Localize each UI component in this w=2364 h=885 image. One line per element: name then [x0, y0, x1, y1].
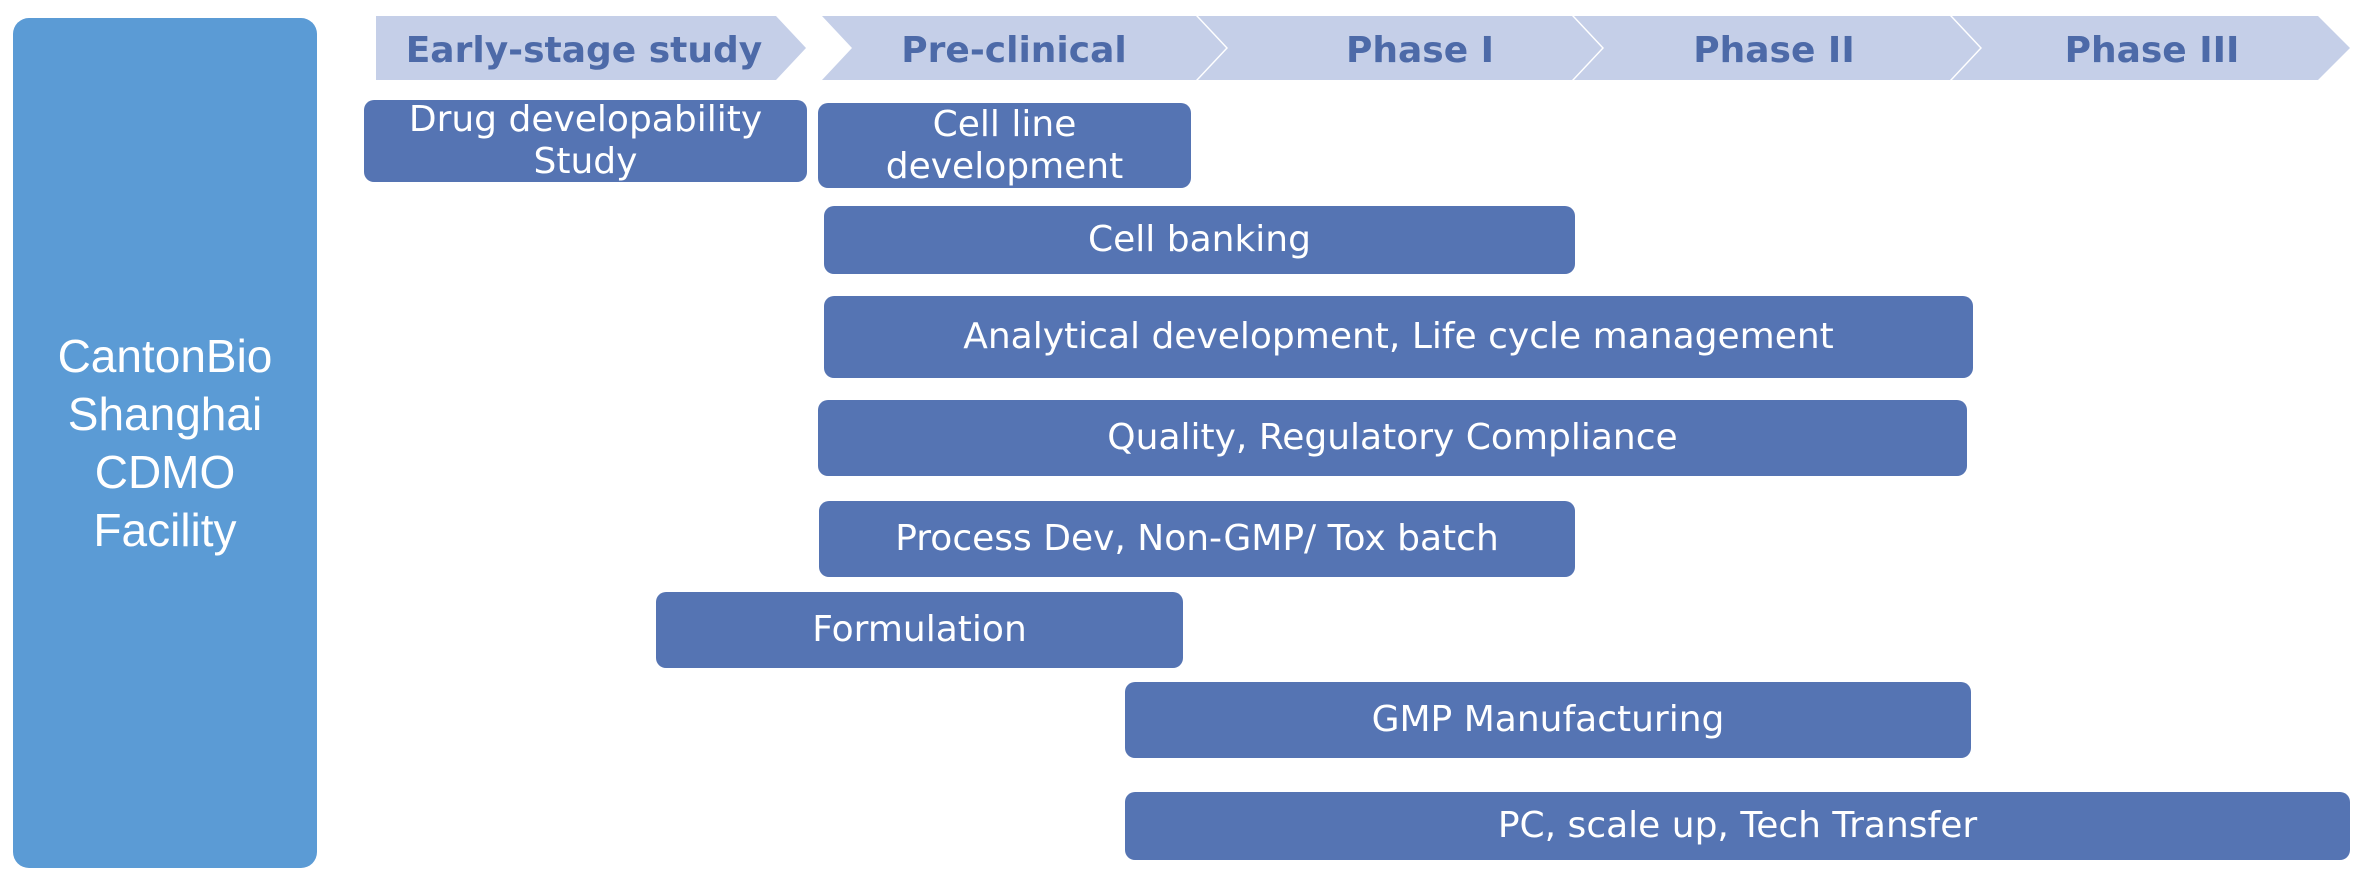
service-tech-transfer: PC, scale up, Tech Transfer: [1125, 792, 2350, 860]
service-drug-developability: Drug developability Study: [364, 99, 807, 182]
service-formulation: Formulation: [656, 592, 1183, 668]
facility-box: CantonBio Shanghai CDMO Facility: [13, 18, 317, 868]
phase-label-phase-1: Phase I: [1346, 30, 1494, 71]
service-gmp-manufacturing: GMP Manufacturing: [1125, 682, 1971, 758]
phase-shape-phase-1: [1198, 16, 1602, 80]
phase-shape-phase-3: [1952, 16, 2350, 80]
service-process-dev: Process Dev, Non-GMP/ Tox batch: [819, 501, 1575, 577]
phase-label-early-stage: Early-stage study: [406, 30, 763, 71]
phase-arrow-phase-2: Phase II: [1574, 16, 1980, 80]
service-cell-banking: Cell banking: [824, 206, 1575, 274]
phase-shape-pre-clinical: [822, 16, 1226, 80]
phase-shape-early-stage: [376, 16, 806, 80]
phase-label-phase-3: Phase III: [2065, 30, 2240, 71]
phase-label-phase-2: Phase II: [1693, 30, 1854, 71]
phase-arrow-phase-1: Phase I: [1198, 16, 1602, 80]
phase-shape-phase-2: [1574, 16, 1980, 80]
service-cell-line-development: Cell line development: [818, 103, 1191, 188]
phase-arrow-phase-3: Phase III: [1952, 16, 2350, 80]
phase-arrow-early-stage: Early-stage study: [376, 16, 806, 80]
phase-arrow-pre-clinical: Pre-clinical: [822, 16, 1226, 80]
facility-label: CantonBio Shanghai CDMO Facility: [57, 330, 273, 556]
phase-label-pre-clinical: Pre-clinical: [901, 30, 1126, 71]
service-quality-regulatory: Quality, Regulatory Compliance: [818, 400, 1967, 476]
service-analytical-development: Analytical development, Life cycle manag…: [824, 296, 1973, 378]
